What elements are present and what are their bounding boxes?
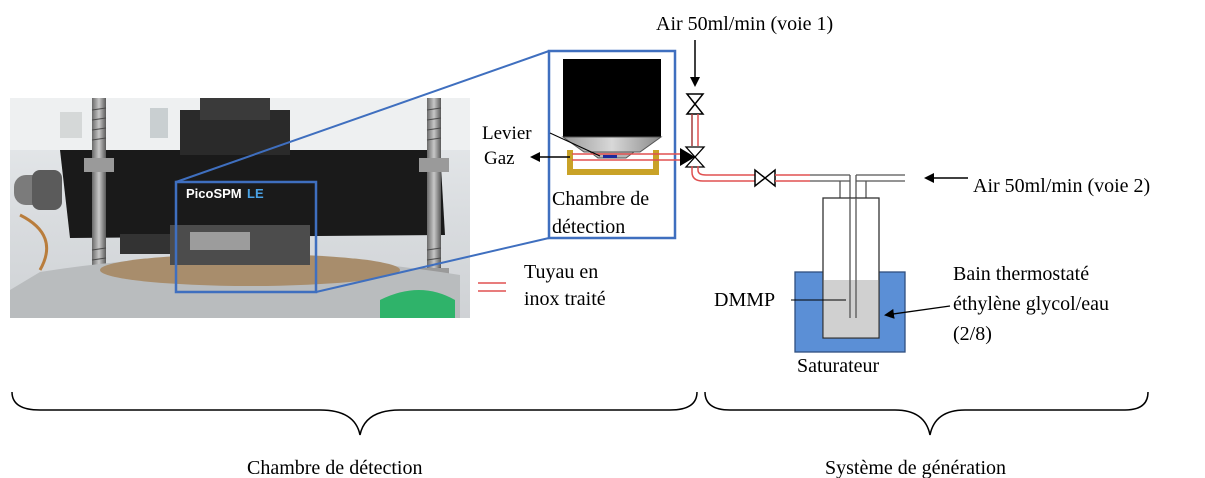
label-chambre-line1: Chambre de [552,188,649,210]
label-tuyau-line1: Tuyau en [524,261,598,283]
label-bain-line3: (2/8) [953,323,992,345]
brace-left [11,391,698,436]
chamber-pipe [572,153,680,161]
brace-right [704,391,1149,436]
valve-horizontal [754,168,776,188]
label-saturateur: Saturateur [797,355,880,377]
three-way-valve [680,146,706,168]
gold-chamber [567,150,659,175]
levier-pointer [549,132,601,157]
pipe-legend-symbol [478,282,506,292]
label-bain-line2: éthylène glycol/eau [953,293,1109,315]
label-air-voie1: Air 50ml/min (voie 1) [656,13,833,35]
detection-head [561,59,663,159]
threaded-rod-left [92,98,106,318]
bath-pointer-arrow [884,305,951,319]
dmmp-liquid [824,280,878,337]
photo-brand-text: PicoSPM [186,186,242,201]
zoom-line-top [175,50,550,183]
label-gaz: Gaz [484,148,515,169]
photo-brand-label: PicoSPM [186,186,242,201]
label-levier: Levier [482,123,532,144]
zoom-line-bottom [315,237,550,293]
photo-brand-suffix: LE [247,186,264,201]
valve-voie1 [685,93,705,115]
label-bottom-right: Système de génération [825,457,1006,478]
label-chambre-line2: détection [552,216,625,238]
label-tuyau-line2: inox traité [524,288,606,310]
instrument-photo: PicoSPM LE [10,98,470,318]
photo-zoom-region [174,180,318,294]
label-bottom-left: Chambre de détection [247,457,423,478]
label-air-voie2: Air 50ml/min (voie 2) [973,175,1150,197]
label-dmmp: DMMP [714,289,775,311]
label-bain-line1: Bain thermostaté [953,263,1089,285]
